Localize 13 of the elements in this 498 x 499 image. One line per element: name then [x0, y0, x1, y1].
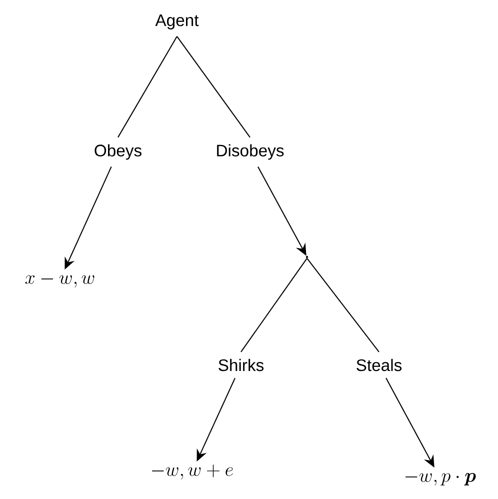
payoff-formula: $-w, w+e$ — [152, 464, 233, 480]
choice-label: Steals — [356, 358, 402, 372]
choice-label: Obeys — [94, 144, 142, 160]
choice-label: Shirks — [218, 358, 264, 372]
branch-line — [306, 258, 380, 352]
branch-line — [118, 36, 178, 138]
choice-label: Agent — [155, 14, 199, 30]
payoff-formula: $x-w, w$ — [25, 275, 94, 288]
branch-line — [176, 36, 250, 138]
branch-point — [306, 256, 308, 258]
branch-line — [240, 258, 308, 352]
choice-label: Disobeys — [217, 144, 284, 160]
payoff-formula: $-w, p\cdot\boldsymbol{p}$ — [406, 473, 476, 486]
